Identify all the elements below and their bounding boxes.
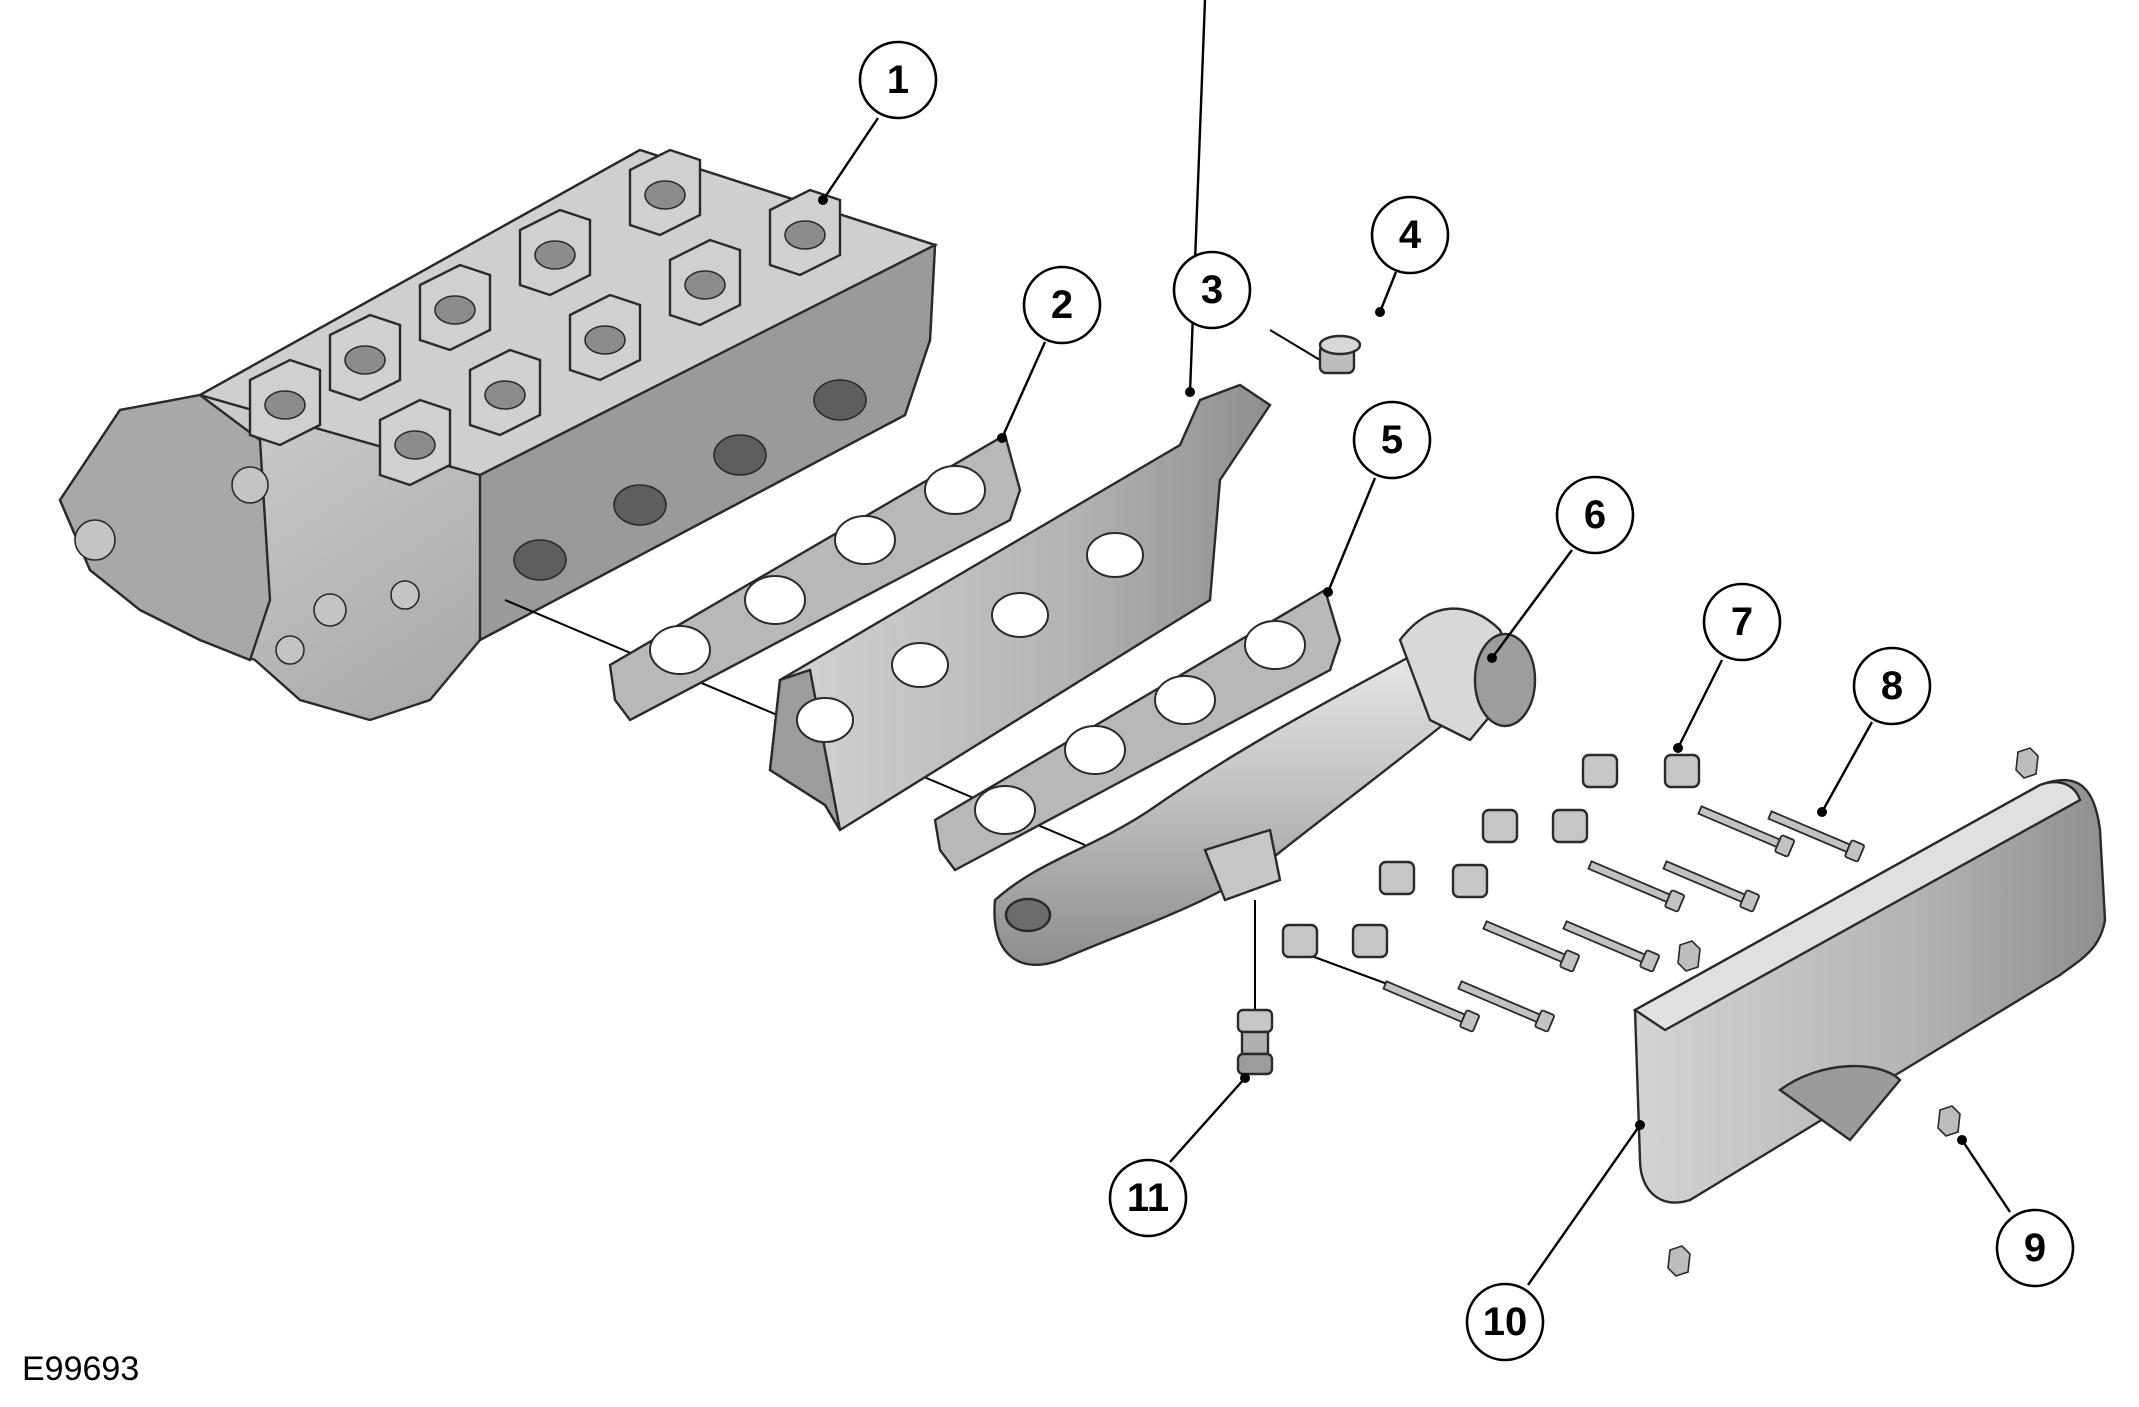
svg-text:6: 6 — [1584, 493, 1606, 537]
clip-group — [1667, 747, 2039, 1277]
callout-4: 4 — [1370, 195, 1450, 275]
leader-dot-2 — [997, 433, 1007, 443]
leader-dot-5 — [1323, 587, 1333, 597]
svg-text:2: 2 — [1051, 283, 1073, 327]
svg-text:10: 10 — [1483, 1300, 1528, 1344]
leader-line-4 — [1378, 271, 1398, 313]
heat-shield-outer — [1632, 778, 2107, 1204]
svg-text:4: 4 — [1399, 213, 1422, 257]
spacer-group — [1281, 753, 1701, 959]
leader-line-8 — [1820, 721, 1874, 813]
stud-nut — [1318, 334, 1362, 375]
bolt-group — [1382, 805, 1865, 1033]
callout-6: 6 — [1555, 475, 1635, 555]
leader-line-2 — [1000, 341, 1047, 439]
exhaust-gasket-outer — [933, 588, 1342, 872]
leader-line-5 — [1326, 477, 1377, 593]
svg-text:1: 1 — [887, 58, 909, 102]
cylinder-head — [58, 148, 939, 722]
sensor-fitting — [1236, 1008, 1274, 1076]
leader-dot-9 — [1957, 1135, 1967, 1145]
leader-line-9 — [1961, 1139, 2011, 1213]
callout-8: 8 — [1852, 646, 1932, 726]
callout-3: 3 — [1172, 250, 1252, 330]
leader-line-11 — [1169, 1077, 1246, 1163]
leader-dot-11 — [1240, 1073, 1250, 1083]
svg-text:11: 11 — [1127, 1176, 1169, 1220]
leader-dot-3 — [1185, 387, 1195, 397]
exhaust-manifold — [993, 607, 1537, 966]
callout-1: 1 — [858, 40, 938, 120]
svg-text:9: 9 — [2024, 1226, 2046, 1270]
leader-line-10 — [1527, 1124, 1641, 1286]
leader-dot-10 — [1635, 1120, 1645, 1130]
svg-text:3: 3 — [1201, 268, 1223, 312]
leader-line-1 — [822, 117, 879, 201]
leader-line-6 — [1491, 549, 1573, 659]
callout-9: 9 — [1995, 1208, 2075, 1288]
figure-reference-code: E99693 — [22, 1350, 140, 1388]
leader-dot-8 — [1817, 807, 1827, 817]
callout-10: 10 — [1465, 1282, 1545, 1362]
svg-text:8: 8 — [1881, 664, 1903, 708]
callout-7: 7 — [1702, 582, 1782, 662]
svg-text:5: 5 — [1381, 418, 1403, 462]
leader-line-7 — [1676, 659, 1724, 749]
leader-dot-4 — [1375, 307, 1385, 317]
leader-dot-1 — [818, 195, 828, 205]
leader-dot-6 — [1487, 653, 1497, 663]
callout-2: 2 — [1022, 265, 1102, 345]
svg-text:7: 7 — [1731, 600, 1753, 644]
leader-line-3 — [1188, 0, 1207, 393]
leader-dot-7 — [1673, 743, 1683, 753]
heat-shield-inner — [768, 383, 1272, 832]
callout-11: 11 — [1108, 1158, 1188, 1238]
callout-5: 5 — [1352, 400, 1432, 480]
